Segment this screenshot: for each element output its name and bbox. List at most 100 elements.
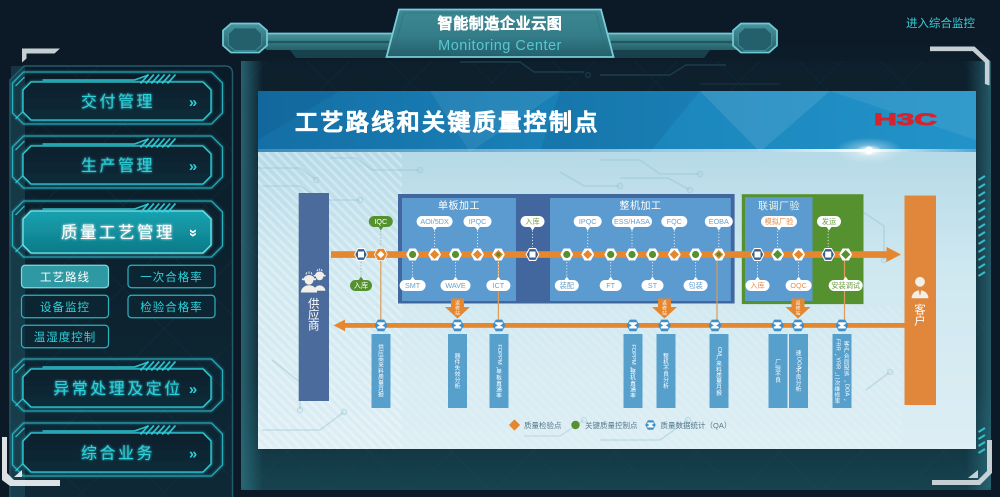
svg-text:月: 月 [378,386,384,393]
svg-text:板: 板 [496,374,502,382]
svg-text:、: 、 [844,396,850,402]
svg-text:户: 户 [914,314,926,328]
svg-text:分: 分 [796,379,802,387]
svg-text:良: 良 [796,373,802,381]
svg-text:FT: FT [606,281,615,290]
svg-text:、: 、 [630,364,636,370]
svg-text:料: 料 [716,365,722,373]
svg-text:通: 通 [496,386,502,394]
svg-text:应: 应 [308,308,320,322]
svg-text:失: 失 [455,364,461,372]
svg-text:析: 析 [796,385,802,393]
svg-text:、: 、 [844,378,850,384]
svg-text:件: 件 [455,358,461,366]
svg-text:返: 返 [662,300,667,307]
svg-text:、: 、 [496,364,502,370]
svg-text:直: 直 [630,380,636,388]
svg-text:装配: 装配 [560,281,574,290]
svg-text:质量检验点: 质量检验点 [524,420,562,430]
svg-text:速: 速 [796,350,802,357]
svg-text:交付管理: 交付管理 [81,93,155,111]
svg-text:应: 应 [378,349,384,357]
svg-text:质: 质 [716,371,722,379]
svg-text:析: 析 [455,382,461,390]
svg-text:整机加工: 整机加工 [620,199,662,212]
svg-text:客: 客 [844,340,850,348]
svg-text:维: 维 [834,385,840,393]
svg-text:量: 量 [378,380,384,387]
svg-text:综合业务: 综合业务 [81,445,155,463]
svg-text:CM: CM [716,347,722,356]
svg-text:»: » [185,229,202,237]
svg-text:生产管理: 生产管理 [81,157,155,175]
svg-text:YRR: YRR [834,357,840,369]
svg-text:率: 率 [834,397,840,405]
svg-text:FDPPM: FDPPM [630,344,636,364]
svg-text:返: 返 [455,300,460,307]
svg-text:异常处理及定位: 异常处理及定位 [53,380,183,398]
svg-text:不: 不 [775,371,781,378]
svg-text:FDPPM: FDPPM [496,344,502,364]
svg-text:温湿度控制: 温湿度控制 [34,330,97,344]
svg-text:良: 良 [775,376,781,384]
svg-text:修: 修 [796,305,801,312]
svg-text:商: 商 [308,319,320,333]
svg-text:质量数据统计（QA）: 质量数据统计（QA） [661,420,732,430]
svg-text:率: 率 [630,392,636,400]
svg-text:同: 同 [844,359,850,366]
svg-text:厂: 厂 [775,359,781,366]
svg-text:合: 合 [844,352,850,360]
svg-text:修: 修 [662,305,667,312]
svg-text:直: 直 [496,380,502,388]
svg-text:发运: 发运 [822,217,836,226]
svg-text:包装: 包装 [688,281,702,290]
svg-text:IQC: IQC [374,217,387,226]
svg-text:分: 分 [455,376,461,384]
svg-text:智能制造企业云图: 智能制造企业云图 [438,15,563,33]
svg-text:OQC: OQC [790,281,806,290]
svg-text:不: 不 [796,368,802,375]
svg-text:SMT: SMT [405,281,421,290]
svg-text:整: 整 [630,368,636,376]
svg-text:诉: 诉 [844,370,850,378]
svg-text:来: 来 [716,360,722,367]
svg-text:分: 分 [663,376,669,384]
svg-text:IPQC: IPQC [579,217,597,226]
svg-text:单板加工: 单板加工 [438,199,480,212]
svg-text:、: 、 [834,351,840,357]
svg-text:工艺路线: 工艺路线 [40,270,90,284]
svg-text:H3C: H3C [874,111,937,129]
svg-text:站: 站 [662,310,667,317]
svg-text:报: 报 [378,391,384,399]
svg-text:报: 报 [716,389,722,397]
svg-text:修: 修 [455,305,460,312]
svg-text:DOA: DOA [844,384,850,397]
svg-text:通: 通 [630,386,636,394]
svg-text:工艺路线和关键质量控制点: 工艺路线和关键质量控制点 [295,109,600,135]
svg-text:质: 质 [378,373,384,381]
svg-text:一次合格率: 一次合格率 [140,270,203,284]
svg-text:量: 量 [716,378,722,385]
svg-text:机: 机 [630,374,636,382]
svg-text:、: 、 [834,369,840,375]
svg-text:ICT: ICT [493,281,505,290]
svg-text:站: 站 [796,310,801,317]
svg-text:次: 次 [834,379,840,387]
svg-text:DOA: DOA [796,357,802,370]
svg-text:户: 户 [844,346,850,354]
svg-text:入库: 入库 [525,217,539,226]
svg-text:析: 析 [663,382,669,390]
svg-text:»: » [189,94,197,111]
svg-text:WAVE: WAVE [445,281,466,290]
svg-text:商: 商 [378,355,384,363]
svg-text:»: » [189,381,197,398]
svg-text:检验合格率: 检验合格率 [140,300,203,314]
svg-text:EOBA: EOBA [709,217,729,226]
svg-text:返: 返 [796,300,801,307]
svg-text:率: 率 [496,392,502,400]
svg-text:ESS/HASA: ESS/HASA [614,217,650,226]
svg-text:料: 料 [378,367,384,375]
svg-text:入库: 入库 [354,281,368,290]
svg-text:供: 供 [308,297,320,311]
svg-text:»: » [189,446,197,463]
